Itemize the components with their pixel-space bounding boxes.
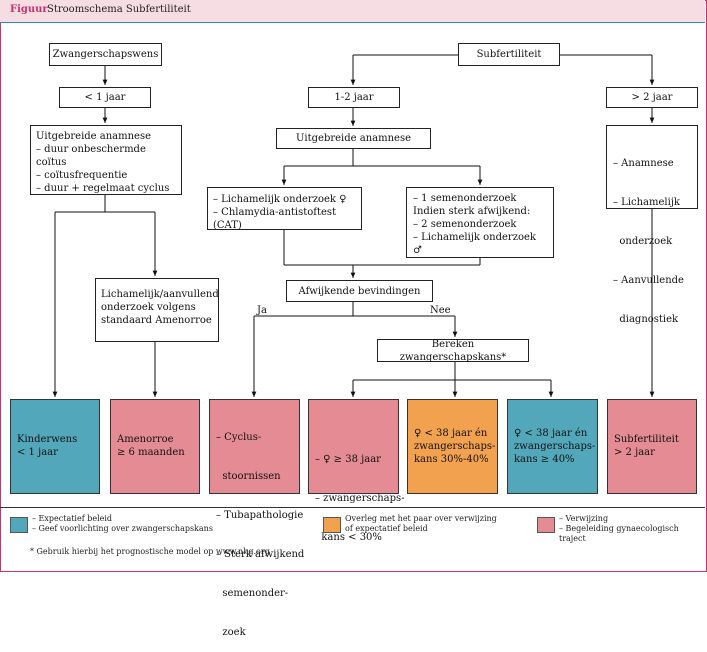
figure-label: Figuur bbox=[10, 4, 48, 15]
outcome-line: ♀ < 38 jaar én bbox=[514, 428, 588, 439]
legend-swatch-teal bbox=[10, 517, 28, 533]
anamnesis-title: Uitgebreide anamnese bbox=[36, 131, 152, 142]
outcome-amenorroe: Amenorroe ≥ 6 maanden bbox=[110, 399, 200, 494]
yes-label: Ja bbox=[257, 305, 267, 316]
assessment-item: onderzoek bbox=[613, 236, 673, 247]
connector-lines bbox=[52, 54, 655, 397]
legend-line: – Verwijzing bbox=[559, 514, 609, 523]
legend-swatch-pink bbox=[537, 517, 555, 533]
figure-title: Stroomschema Subfertiliteit bbox=[47, 4, 191, 15]
outcome-line: ≥ 6 maanden bbox=[117, 447, 185, 458]
outcome-age-ge38: – ♀ ≥ 38 jaar – zwangerschaps- kans < 30… bbox=[308, 399, 405, 543]
calculate-chance-node: Bereken zwangerschapskans* bbox=[377, 339, 529, 363]
anamnesis-item: – duur onbeschermde coïtus bbox=[36, 144, 146, 168]
legend-swatch-orange bbox=[323, 517, 341, 533]
semen-item: – Lichamelijk onderzoek ♂ bbox=[413, 232, 536, 256]
outcome-line: zwangerschaps- bbox=[514, 441, 596, 452]
outcome-line: ♀ < 38 jaar én bbox=[414, 428, 488, 439]
outcome-chance-ge40: ♀ < 38 jaar én zwangerschaps- kans ≥ 40% bbox=[507, 399, 598, 494]
outcome-line: stoornissen bbox=[216, 471, 281, 482]
legend-text-orange: Overleg met het paar over verwijzing of … bbox=[345, 514, 497, 534]
semen-item: Indien sterk afwijkend: bbox=[413, 206, 531, 217]
legend-text-pink: – Verwijzing – Begeleiding gynaecologisc… bbox=[559, 514, 707, 544]
assessment-item: – Anamnese bbox=[613, 158, 674, 169]
outcome-line: Amenorroe bbox=[117, 434, 174, 445]
outcome-chance-30-40: ♀ < 38 jaar én zwangerschaps- kans 30%-4… bbox=[407, 399, 498, 494]
outcome-line: < 1 jaar bbox=[17, 447, 58, 458]
right-assessment-list: – Anamnese – Lichamelijk onderzoek – Aan… bbox=[606, 125, 698, 325]
outcome-line: kans < 30% bbox=[315, 532, 382, 543]
female-exam-item: – Chlamydia-antistoftest (CAT) bbox=[213, 207, 337, 231]
duration-gt2-node: > 2 jaar bbox=[606, 87, 698, 108]
outcome-line: zoek bbox=[216, 627, 246, 638]
zwangerschapswens-node: Zwangerschapswens bbox=[49, 43, 162, 66]
outcome-line: > 2 jaar bbox=[614, 447, 655, 458]
outcome-line: semenonder- bbox=[216, 588, 289, 599]
legend-text-teal: – Expectatief beleid – Geef voorlichting… bbox=[32, 514, 213, 534]
female-exam-node: – Lichamelijk onderzoek ♀ – Chlamydia-an… bbox=[207, 187, 362, 231]
semen-item: – 2 semenonderzoek bbox=[413, 219, 517, 230]
assessment-item: diagnostiek bbox=[613, 314, 679, 325]
subfertiliteit-node: Subfertiliteit bbox=[458, 43, 560, 66]
outcome-cyclus: – Cyclus- stoornissen – Tubapathologie –… bbox=[209, 399, 304, 638]
anamnesis-item: – duur + regelmaat cyclus bbox=[36, 183, 170, 194]
legend-line: of expectatief beleid bbox=[345, 524, 428, 533]
legend-line: – Geef voorlichting over zwangerschapska… bbox=[32, 524, 213, 533]
anamnesis-item: – coïtusfrequentie bbox=[36, 170, 128, 181]
legend-line: – Expectatief beleid bbox=[32, 514, 113, 523]
physical-exam-line: Lichamelijk/aanvullend bbox=[101, 289, 219, 300]
female-exam-item: – Lichamelijk onderzoek ♀ bbox=[213, 194, 347, 205]
semen-item: – 1 semenonderzoek bbox=[413, 193, 517, 204]
physical-exam-line: onderzoek volgens bbox=[101, 302, 196, 313]
outcome-line: Subfertiliteit bbox=[614, 434, 679, 445]
outcome-line: kans ≥ 40% bbox=[514, 454, 575, 465]
outcome-line: – Sterk afwijkend bbox=[216, 549, 305, 560]
physical-exam-line: standaard Amenorroe bbox=[101, 315, 212, 326]
legend-line: Overleg met het paar over verwijzing bbox=[345, 514, 497, 523]
outcome-line: – ♀ ≥ 38 jaar bbox=[315, 454, 381, 465]
outcome-kinderwens: Kinderwens < 1 jaar bbox=[10, 399, 100, 494]
outcome-line: Kinderwens bbox=[17, 434, 78, 445]
extended-anamnesis-mid: Uitgebreide anamnese bbox=[276, 128, 431, 149]
outcome-line: – Cyclus- bbox=[216, 432, 262, 443]
legend-line: – Begeleiding gynaecologisch traject bbox=[559, 524, 679, 543]
footnote: * Gebruik hierbij het prognostische mode… bbox=[30, 547, 270, 556]
outcome-line: – zwangerschaps- bbox=[315, 493, 405, 504]
physical-exam-node: Lichamelijk/aanvullend onderzoek volgens… bbox=[95, 278, 219, 342]
extended-anamnesis-left: Uitgebreide anamnese – duur onbeschermde… bbox=[30, 125, 182, 195]
outcome-line: kans 30%-40% bbox=[414, 454, 489, 465]
outcome-line: zwangerschaps- bbox=[414, 441, 496, 452]
semen-analysis-node: – 1 semenonderzoek Indien sterk afwijken… bbox=[406, 187, 554, 258]
abnormal-findings-node: Afwijkende bevindingen bbox=[286, 280, 433, 302]
duration-lt1-node: < 1 jaar bbox=[59, 87, 151, 108]
assessment-item: – Aanvullende bbox=[613, 275, 684, 286]
no-label: Nee bbox=[430, 305, 451, 316]
duration-1-2-node: 1-2 jaar bbox=[308, 87, 400, 108]
legend-divider bbox=[0, 507, 705, 508]
outcome-subfertiliteit: Subfertiliteit > 2 jaar bbox=[607, 399, 697, 494]
outcome-line: – Tubapathologie bbox=[216, 510, 304, 521]
figure-header: Figuur Stroomschema Subfertiliteit bbox=[0, 0, 705, 23]
assessment-item: – Lichamelijk bbox=[613, 197, 680, 208]
